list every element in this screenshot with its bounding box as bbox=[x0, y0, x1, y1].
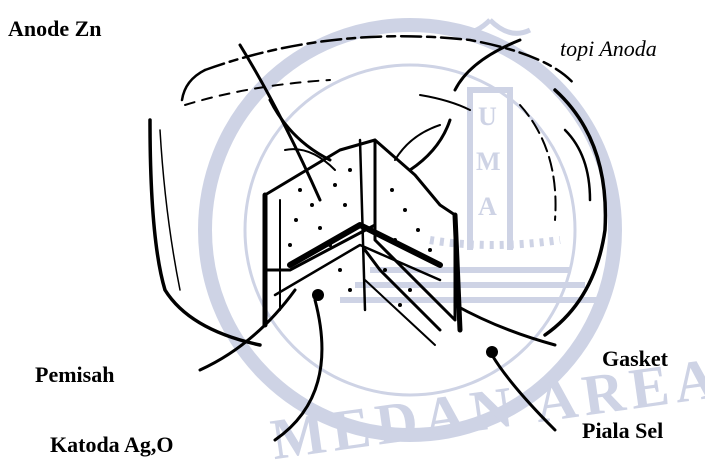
label-gasket: Gasket bbox=[602, 348, 668, 370]
label-katoda: Katoda Ag,O bbox=[50, 434, 173, 456]
watermark-letter-u: U bbox=[478, 102, 497, 131]
label-anode-zn: Anode Zn bbox=[8, 18, 102, 40]
label-topi-anoda: topi Anoda bbox=[560, 38, 657, 60]
leader-gasket bbox=[455, 305, 555, 345]
cell-body bbox=[265, 100, 498, 358]
label-pemisah: Pemisah bbox=[35, 364, 114, 386]
watermark-letter-a: A bbox=[478, 192, 497, 221]
label-piala-sel: Piala Sel bbox=[582, 420, 663, 442]
watermark-letter-m: M bbox=[476, 147, 501, 176]
